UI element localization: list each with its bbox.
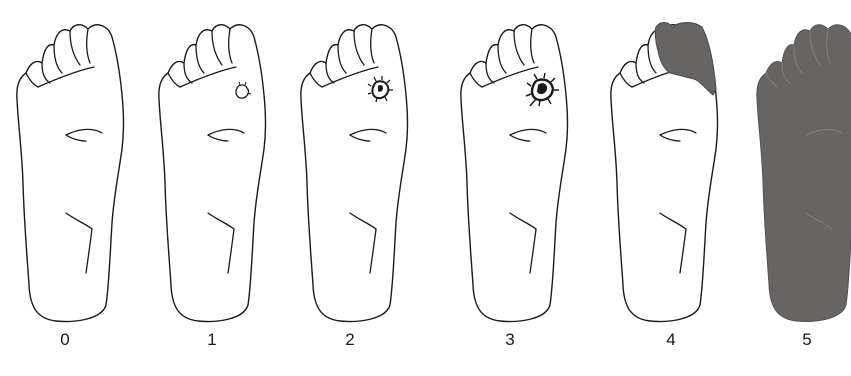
foot-grade-4 <box>611 23 718 322</box>
foot-grade-1 <box>159 25 266 322</box>
grade-label-1: 1 <box>192 330 232 350</box>
foot-grade-2 <box>301 25 408 322</box>
grade-label-5: 5 <box>787 330 827 350</box>
grade-label-4: 4 <box>651 330 691 350</box>
foot-grade-0 <box>17 25 124 322</box>
foot-grade-3 <box>461 25 568 322</box>
foot-grade-5 <box>757 25 851 322</box>
whole-foot-gangrene-region <box>757 25 851 322</box>
grade-label-3: 3 <box>490 330 530 350</box>
grade-label-0: 0 <box>45 330 85 350</box>
grade-label-2: 2 <box>330 330 370 350</box>
